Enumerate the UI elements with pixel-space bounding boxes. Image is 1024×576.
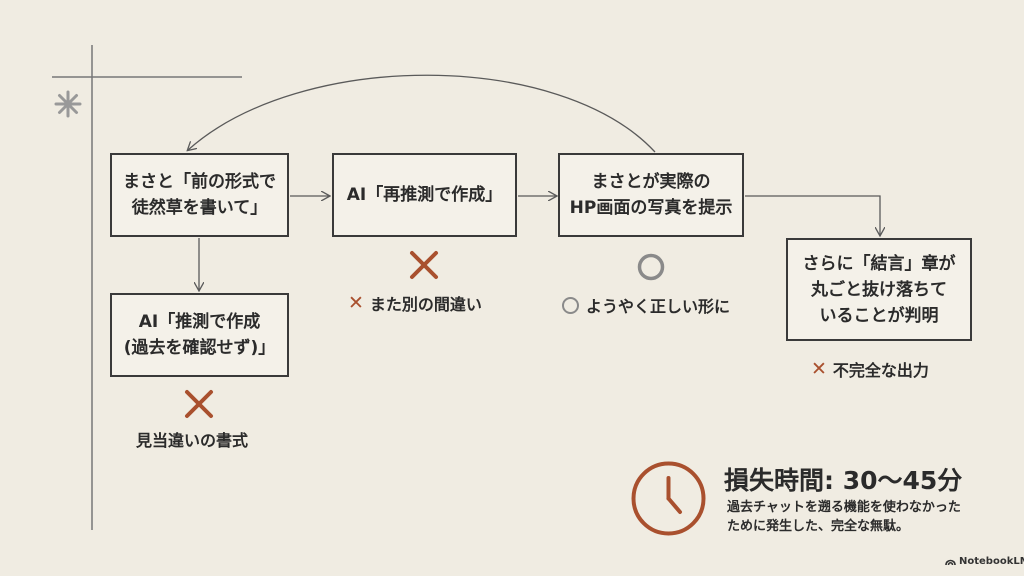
cross-icon: ✕ <box>348 292 364 314</box>
cross-icon: ✕ <box>811 358 827 380</box>
result-label-another-error: ✕ また別の間違い <box>348 291 482 315</box>
notebooklm-icon <box>945 559 956 566</box>
cross-mark-icon <box>410 251 438 279</box>
brand-name: NotebookLM <box>959 556 1024 567</box>
result-label-text: 見当違いの書式 <box>136 431 249 450</box>
step-box-request: まさと「前の形式で 徒然草を書いて」 <box>110 153 289 237</box>
lost-time-description: 過去チャットを遡る機能を使わなかった ために発生した、完全な無駄。 <box>727 500 961 534</box>
arrow-b3-b5 <box>745 195 880 235</box>
result-label-wrong-format: 見当違いの書式 <box>136 427 248 451</box>
brand-logo: NotebookLM <box>945 556 1024 567</box>
result-label-text: ようやく正しい形に <box>586 297 731 316</box>
arrow-loop-back <box>188 74 656 153</box>
clock-icon <box>631 461 706 536</box>
asterisk-icon <box>54 90 82 118</box>
step-box-guess: AI「推測で作成 (過去を確認せず)」 <box>110 293 289 377</box>
result-label-correct: ようやく正しい形に <box>562 293 730 317</box>
cross-mark-icon <box>185 390 213 418</box>
step-box-screenshot: まさとが実際の HP画面の写真を提示 <box>558 153 744 237</box>
result-label-incomplete: ✕ 不完全な出力 <box>811 357 929 381</box>
step-box-missing-chapter: さらに「結言」章が 丸ごと抜け落ちて いることが判明 <box>786 238 972 341</box>
step-box-reguess: AI「再推測で作成」 <box>332 153 517 237</box>
circle-icon <box>562 296 579 314</box>
result-label-text: 不完全な出力 <box>832 361 929 380</box>
result-label-text: また別の間違い <box>369 295 482 314</box>
circle-mark-icon <box>637 253 665 281</box>
lost-time-title: 損失時間: 30〜45分 <box>724 466 963 495</box>
